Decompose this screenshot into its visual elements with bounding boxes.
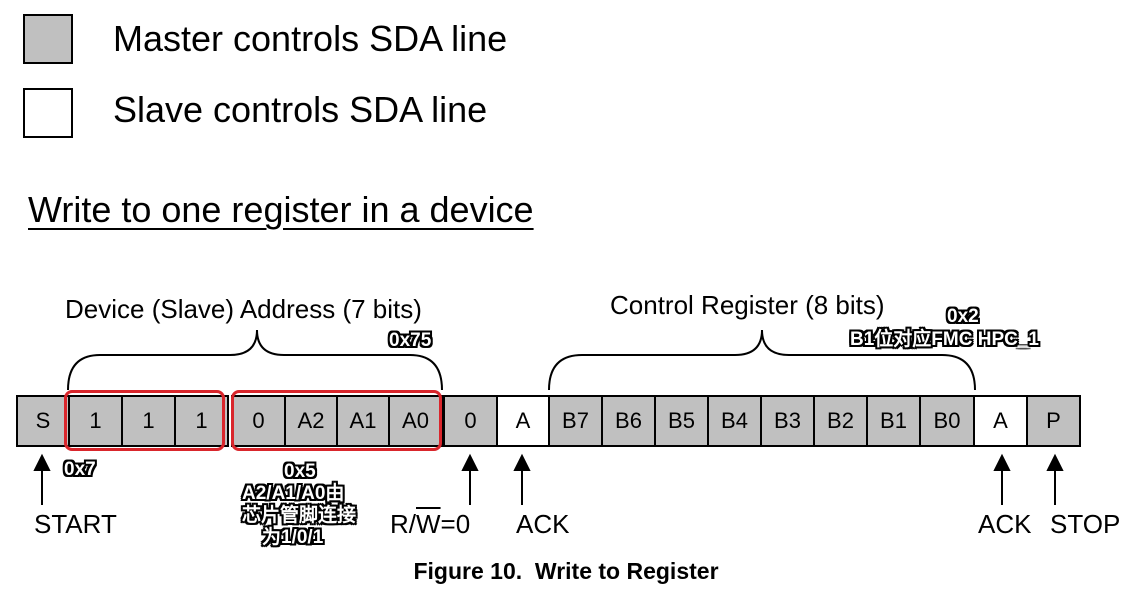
bit-cell: B1: [866, 395, 921, 447]
bit-cell: B4: [707, 395, 762, 447]
bit-cell: B7: [548, 395, 603, 447]
figure-caption: Figure 10. Write to Register: [413, 558, 719, 584]
start-arrow: [33, 453, 51, 471]
lower-address-note-1: A2/A1/A0由: [242, 483, 345, 504]
bit-cell: A1: [336, 395, 390, 447]
bit-cell: B2: [813, 395, 868, 447]
bit-cell: 1: [121, 395, 176, 447]
start-label: START: [34, 509, 117, 539]
bit-cell: B5: [654, 395, 709, 447]
address-brace: [67, 329, 443, 391]
ack1-label: ACK: [516, 509, 570, 539]
stop-label: STOP: [1050, 509, 1121, 539]
upper-address-highlight: [64, 390, 225, 451]
register-brace-label: Control Register (8 bits): [610, 290, 885, 320]
lower-address-highlight: [231, 390, 442, 451]
bit-cell: A: [973, 395, 1028, 447]
bit-cell: S: [16, 395, 70, 447]
ack1-arrow: [513, 453, 531, 471]
ack2-arrow: [993, 453, 1011, 471]
legend-master-swatch: [23, 14, 73, 64]
bit-cell: 0: [443, 395, 498, 447]
register-brace: [548, 329, 976, 391]
address-hex-annotation: 0x75: [389, 330, 432, 351]
bit-cell: A0: [388, 395, 443, 447]
legend-slave-label: Slave controls SDA line: [113, 89, 488, 130]
upper-address-hex-annotation: 0x7: [64, 459, 96, 480]
ack2-label: ACK: [978, 509, 1032, 539]
bit-cell: 1: [68, 395, 123, 447]
rw-label-prefix: R/: [390, 509, 416, 539]
address-brace-label: Device (Slave) Address (7 bits): [65, 294, 422, 324]
rw-label-value: =0: [440, 509, 471, 539]
bit-cell: P: [1026, 395, 1081, 447]
diagram-subtitle: Write to one register in a device: [28, 189, 534, 230]
register-hex-annotation: 0x2: [947, 306, 979, 327]
register-note-annotation: B1位对应FMC HPC_1: [850, 329, 1039, 350]
lower-address-note-3: 为1/0/1: [262, 527, 324, 548]
lower-address-note-2: 芯片管脚连接: [242, 505, 357, 526]
bit-cell: B0: [919, 395, 975, 447]
bit-cell: A: [496, 395, 550, 447]
rw-label-bar: W: [416, 509, 441, 539]
bit-cell: 1: [174, 395, 229, 447]
stop-arrow: [1046, 453, 1064, 471]
rw-label: R/W=0: [390, 509, 470, 540]
bit-cell: B3: [760, 395, 815, 447]
legend-master-label: Master controls SDA line: [113, 18, 508, 59]
rw-arrow: [461, 453, 479, 471]
legend-slave-swatch: [23, 88, 73, 138]
bit-cell: 0: [231, 395, 286, 447]
bit-cell: B6: [601, 395, 656, 447]
lower-address-hex-annotation: 0x5: [284, 461, 316, 482]
